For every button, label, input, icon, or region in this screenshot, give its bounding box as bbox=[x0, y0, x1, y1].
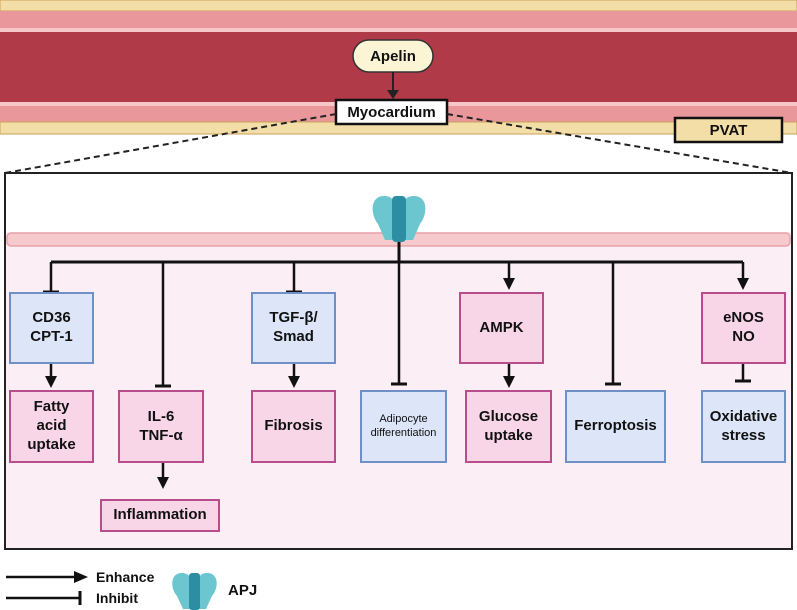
legend-enhance-head bbox=[74, 571, 88, 583]
ferroptosis-box: Ferroptosis bbox=[565, 390, 666, 463]
apj-receptor-icon bbox=[372, 196, 426, 242]
legend-apj-label: APJ bbox=[228, 582, 258, 599]
tgf-smad-box: TGF-β/ Smad bbox=[251, 292, 336, 364]
legend-apj-icon bbox=[172, 573, 217, 610]
cd36-to-fatty-arrow-head bbox=[45, 376, 57, 388]
apelin-label: Apelin bbox=[370, 47, 416, 65]
vessel-stripe-top-inner bbox=[0, 28, 797, 32]
branch-enos-head bbox=[737, 278, 749, 290]
ampk-box: AMPK bbox=[459, 292, 544, 364]
vessel-stripe-top bbox=[0, 11, 797, 31]
myocardium-label: Myocardium bbox=[347, 103, 436, 121]
enos-no-box: eNOS NO bbox=[701, 292, 786, 364]
fatty-acid-uptake-box: Fatty acid uptake bbox=[9, 390, 94, 463]
adipocyte-differentiation-box: Adipocyte differentiation bbox=[360, 390, 447, 463]
pvat-box bbox=[673, 116, 784, 144]
ampk-to-glucose-arrow-head bbox=[503, 376, 515, 388]
cd36-cpt1-box: CD36 CPT-1 bbox=[9, 292, 94, 364]
zoom-line-left bbox=[4, 113, 337, 174]
tgf-to-fibrosis-arrow-head bbox=[288, 376, 300, 388]
branch-ampk-head bbox=[503, 278, 515, 290]
oxidative-stress-box: Oxidative stress bbox=[701, 390, 786, 463]
il6-to-inflammation-arrow-head bbox=[157, 477, 169, 489]
myocardium-box bbox=[334, 98, 449, 126]
legend-inhibit-label: Inhibit bbox=[96, 590, 138, 606]
apelin-arrow-head bbox=[387, 90, 399, 99]
zoom-line-right bbox=[446, 113, 793, 174]
il6-tnfa-box: IL-6 TNF-α bbox=[118, 390, 204, 463]
legend-enhance-label: Enhance bbox=[96, 569, 155, 585]
pvat-label: PVAT bbox=[709, 121, 748, 139]
fibrosis-box: Fibrosis bbox=[251, 390, 336, 463]
inflammation-box: Inflammation bbox=[100, 499, 220, 532]
pvat-layer-top bbox=[0, 0, 797, 12]
glucose-uptake-box: Glucose uptake bbox=[465, 390, 552, 463]
